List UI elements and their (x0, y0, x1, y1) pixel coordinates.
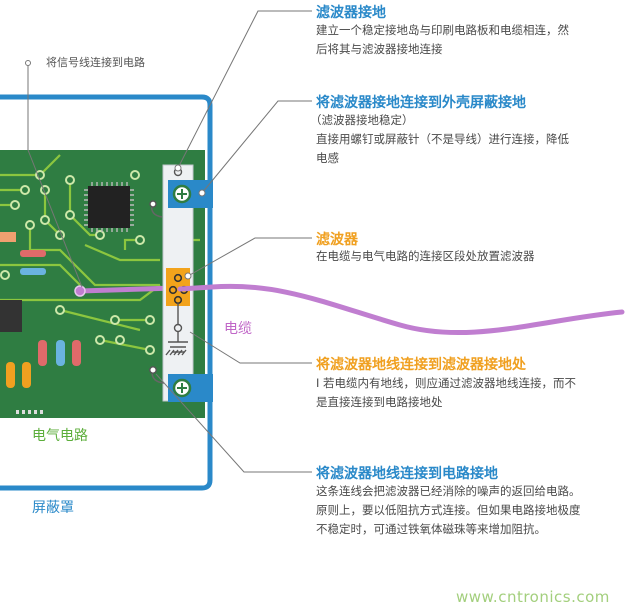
upper-screw-tab (168, 180, 213, 208)
shield-label: 屏蔽罩 (32, 500, 74, 516)
callout-filter-ground-line: 建立一个稳定接地岛与印刷电路板和电缆相连，然 (316, 23, 569, 37)
circuit-label: 电气电路 (32, 428, 88, 444)
signal-line-label: 将信号线连接到电路 (46, 56, 145, 69)
callout-shield-ground-title: 将滤波器接地连接到外壳屏蔽接地 (316, 95, 526, 111)
callout-ground-line-to-circuit-line: 不稳定时，可通过铁氧体磁珠等来增加阻抗。 (316, 522, 546, 536)
ground-wiring (165, 167, 188, 356)
callout-ground-line-to-filter-line: 是直接连接到电路接地处 (316, 395, 443, 409)
callout-filter-body: 在电缆与电气电路的连接区段处放置滤波器 (316, 247, 535, 266)
callout-shield-ground-body: （滤波器接地稳定） 直接用螺钉或屏蔽针（不是导线）进行连接，降低 电感 (310, 111, 569, 168)
circuit-ground-pad (149, 366, 157, 374)
watermark: www.cntronics.com (456, 588, 610, 606)
callout-ground-line-to-filter-line: I 若电缆内有地线，则应通过滤波器地线连接，而不 (316, 376, 577, 390)
callout-ground-line-to-circuit-title: 将滤波器地线连接到电路接地 (316, 466, 498, 482)
cable (177, 283, 625, 336)
callout-ground-line-to-circuit-line: 这条连线会把滤波器已经消除的噪声的返回给电路。 (316, 484, 581, 498)
ic-chip (84, 182, 134, 232)
pcb-traces (0, 154, 200, 352)
callout-ground-line-to-circuit-body: 这条连线会把滤波器已经消除的噪声的返回给电路。 原则上，要以低阻抗方式连接。但如… (316, 482, 581, 539)
pin-strip (16, 410, 43, 414)
callout-ground-line-to-filter-title: 将滤波器地线连接到滤波器接地处 (316, 357, 526, 373)
leader-endpoints (25, 60, 206, 280)
callout-filter-title: 滤波器 (316, 232, 358, 248)
signal-line-endpoint (74, 285, 86, 297)
leader-lines (27, 10, 312, 473)
callout-ground-line-to-filter-body: I 若电缆内有地线，则应通过滤波器地线连接，而不 是直接连接到电路接地处 (316, 374, 576, 412)
callout-filter-ground-line: 后将其与滤波器接地连接 (316, 42, 443, 56)
callout-shield-ground-line: 电感 (316, 151, 339, 165)
lower-screw-tab (168, 374, 213, 402)
callout-shield-ground-line: 直接用螺钉或屏蔽针（不是导线）进行连接，降低 (316, 132, 569, 146)
pcb-vias (0, 170, 155, 355)
callout-ground-line-to-circuit-line: 原则上，要以低阻抗方式连接。但如果电路接地极度 (316, 503, 581, 517)
resistors (6, 250, 81, 388)
callout-filter-line: 在电缆与电气电路的连接区段处放置滤波器 (316, 249, 535, 263)
signal-line (77, 285, 178, 294)
black-component (0, 300, 22, 332)
callout-filter-ground-title: 滤波器接地 (316, 5, 386, 21)
callout-filter-ground-body: 建立一个稳定接地岛与印刷电路板和电缆相连，然 后将其与滤波器接地连接 (316, 21, 569, 59)
shield-enclosure (0, 94, 213, 491)
orange-component (0, 232, 16, 242)
callout-shield-ground-line: （滤波器接地稳定） (310, 113, 414, 127)
strip-ground-pad (149, 200, 157, 208)
cable-label: 电缆 (224, 321, 252, 337)
